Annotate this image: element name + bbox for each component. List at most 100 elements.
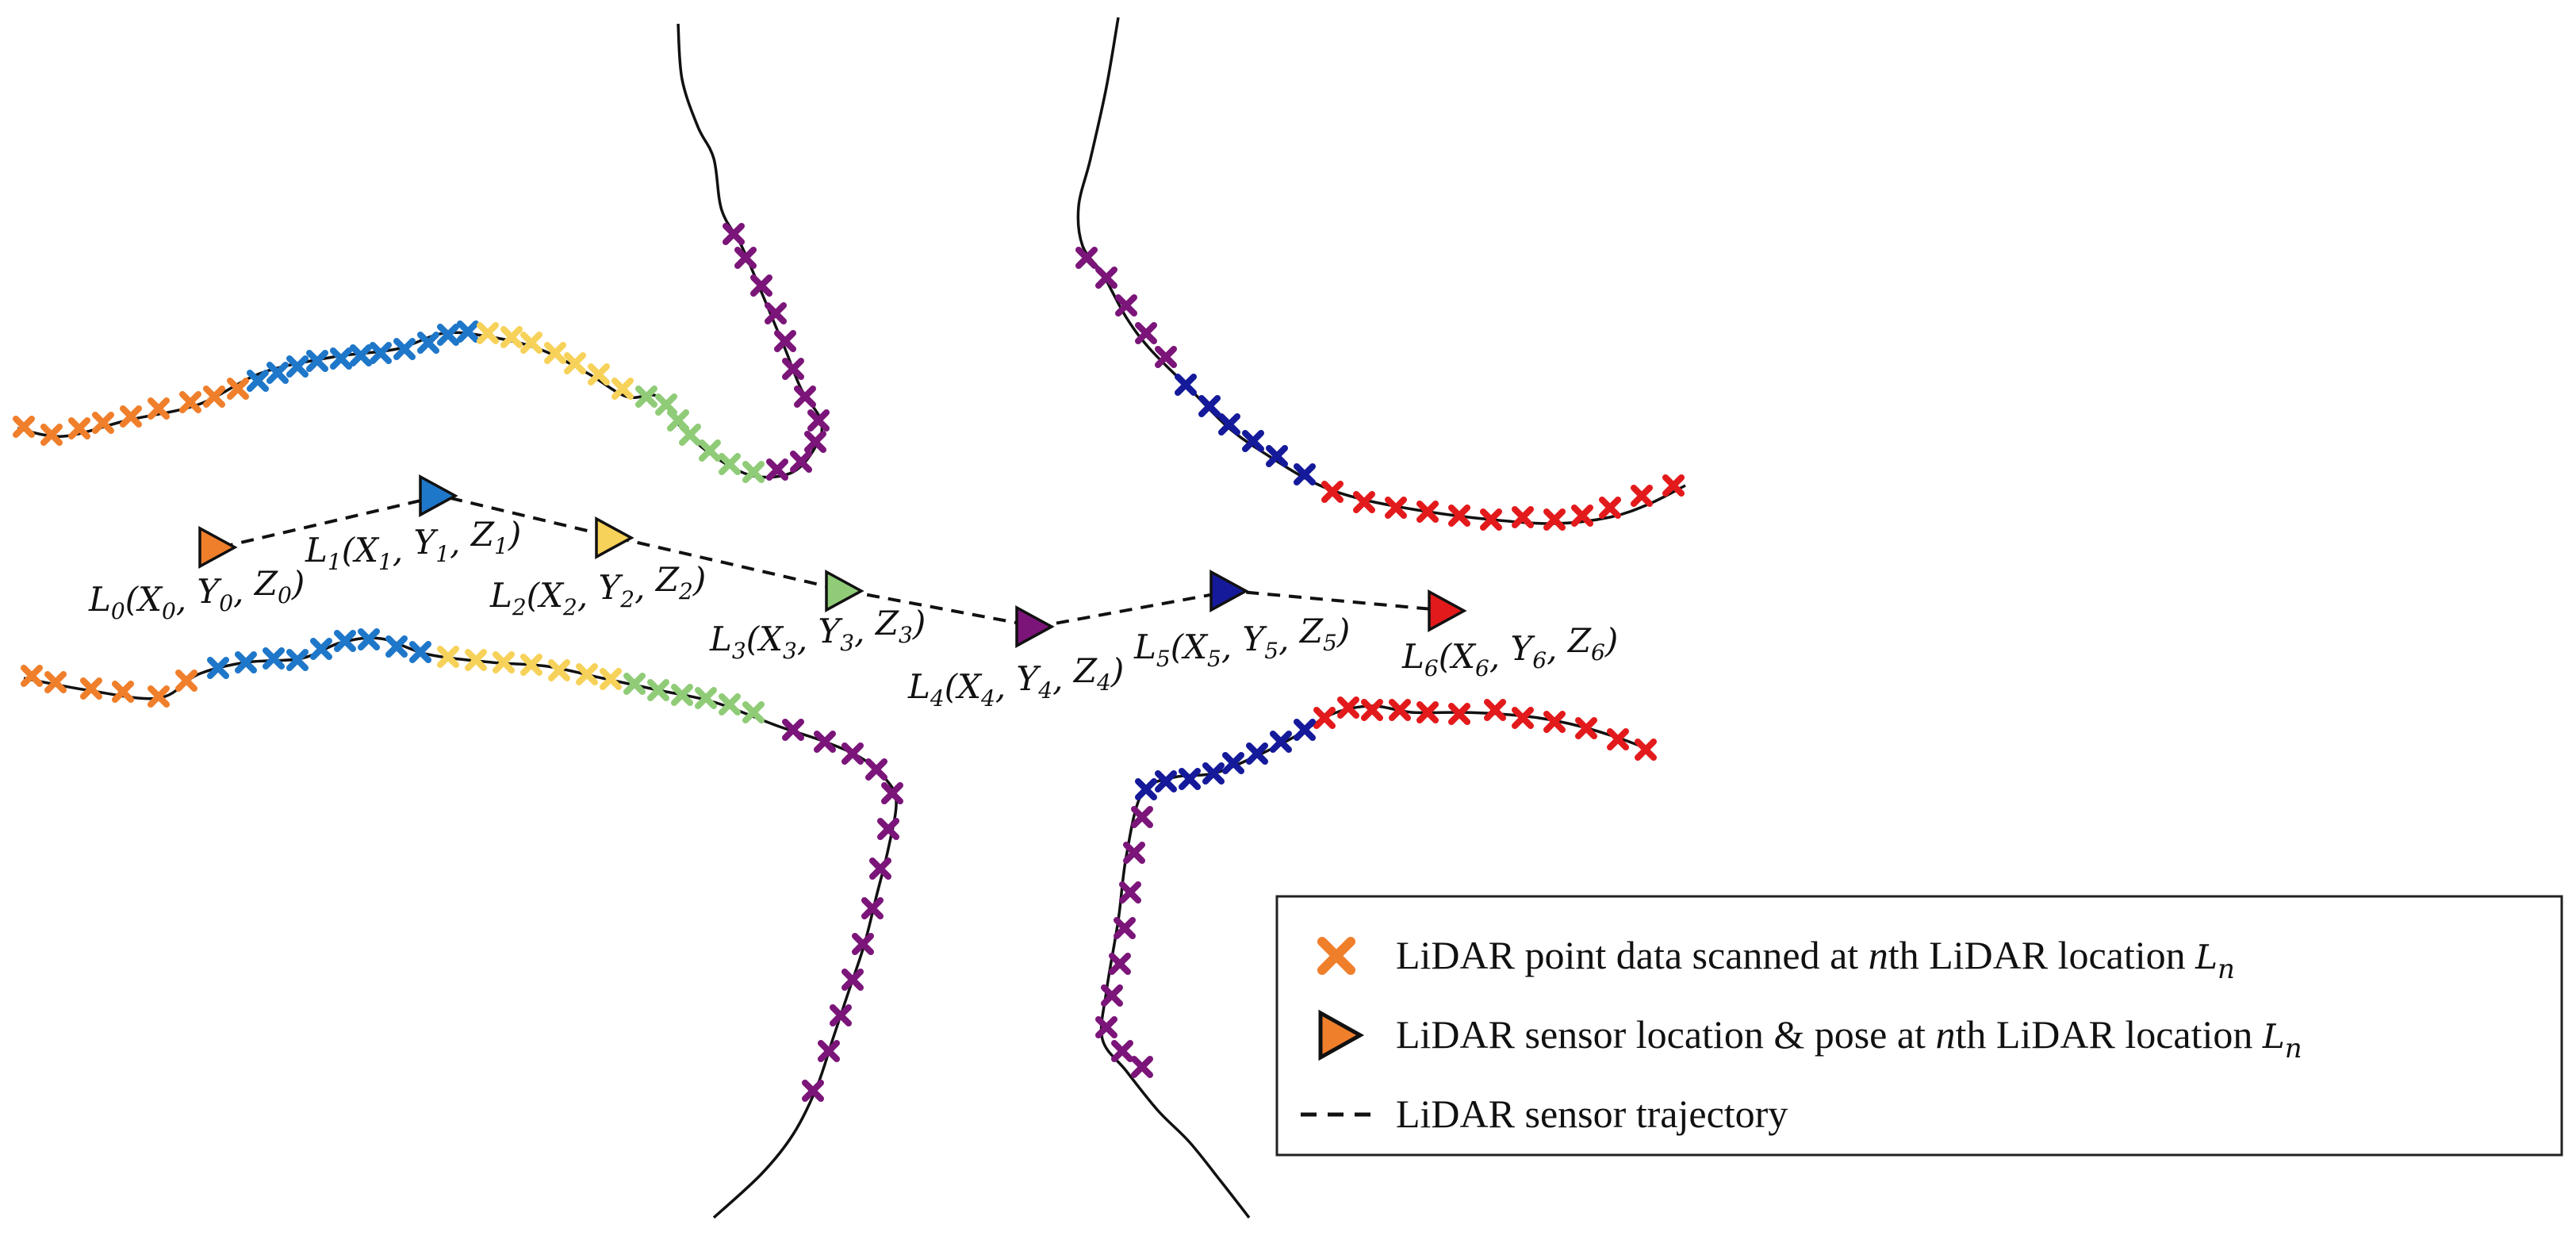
legend-item-3: LiDAR sensor trajectory	[1301, 1092, 1788, 1136]
point-marker-green	[742, 701, 765, 723]
point-marker-navy	[1198, 395, 1221, 417]
point-marker-blue	[385, 635, 408, 658]
point-marker-purple	[852, 933, 874, 955]
point-marker-green	[671, 684, 693, 706]
point-marker-red	[1385, 497, 1407, 519]
point-marker-purple	[841, 742, 864, 765]
triangle-marker-icon	[1318, 1009, 1365, 1061]
point-marker-blue	[393, 338, 416, 360]
point-marker-purple	[765, 302, 787, 324]
point-marker-red	[1631, 485, 1653, 507]
point-marker-red	[1662, 474, 1685, 497]
point-marker-red	[1448, 703, 1470, 725]
point-marker-yellow	[493, 651, 515, 673]
point-marker-purple	[804, 431, 826, 453]
x-marker-icon	[1317, 937, 1355, 975]
point-marker-purple	[1115, 294, 1137, 317]
point-marker-navy	[1246, 742, 1268, 765]
point-marker-purple	[1095, 267, 1117, 289]
point-marker-purple	[782, 719, 804, 741]
point-marker-orange	[80, 677, 102, 700]
point-marker-purple	[766, 459, 788, 481]
sensor-label-L0: L0(X0, Y0, Z0)	[88, 564, 305, 624]
point-marker-green	[647, 679, 669, 701]
sensor-markers	[198, 474, 1467, 648]
sensor-marker-L1	[419, 474, 458, 517]
point-marker-purple	[1135, 322, 1157, 344]
point-marker-purple	[723, 223, 745, 245]
point-marker-navy	[1218, 413, 1240, 435]
legend: LiDAR point data scanned at nth LiDAR lo…	[1275, 895, 2563, 1157]
point-marker-purple	[790, 451, 812, 473]
scanned-point-clouds	[13, 223, 1685, 1102]
sensor-label-L2: L2(X2, Y2, Z2)	[489, 560, 706, 620]
point-marker-green	[719, 693, 741, 716]
sensor-label-L1: L1(X1, Y1, Z1)	[305, 515, 521, 575]
point-marker-orange	[92, 412, 114, 434]
point-marker-red	[1321, 481, 1344, 503]
sensor-label-L6: L6(X6, Y6, Z6)	[1401, 621, 1618, 681]
point-marker-yellow	[600, 668, 622, 690]
point-marker-red	[1313, 707, 1336, 729]
point-marker-blue	[330, 347, 352, 370]
point-marker-orange	[13, 416, 35, 438]
point-marker-purple	[1111, 1040, 1133, 1062]
point-marker-orange	[227, 378, 249, 400]
point-marker-red	[1512, 707, 1534, 729]
point-marker-yellow	[611, 378, 634, 400]
legend-label: LiDAR sensor location & pose at nth LiDA…	[1396, 1012, 2302, 1065]
legend-label: LiDAR point data scanned at nth LiDAR lo…	[1396, 933, 2235, 985]
wall-top-right	[1076, 17, 1686, 525]
point-marker-yellow	[564, 352, 586, 374]
point-marker-blue	[350, 344, 372, 366]
point-marker-green	[623, 673, 646, 695]
point-marker-purple	[734, 247, 757, 269]
point-marker-red	[1389, 699, 1411, 721]
point-marker-blue	[207, 657, 229, 679]
point-marker-purple	[861, 897, 884, 919]
point-marker-navy	[1155, 770, 1177, 792]
point-marker-red	[1484, 699, 1506, 721]
point-marker-blue	[286, 355, 309, 378]
point-marker-green	[699, 439, 721, 462]
point-marker-navy	[1135, 778, 1157, 800]
point-marker-purple	[818, 1040, 840, 1062]
sensor-marker-L6	[1428, 589, 1467, 632]
sensor-label-L3: L3(X3, Y3, Z3)	[709, 604, 926, 664]
point-marker-red	[1416, 701, 1439, 723]
point-marker-yellow	[500, 326, 523, 348]
point-marker-purple	[814, 731, 836, 753]
point-marker-purple	[1114, 917, 1136, 939]
point-marker-red	[1416, 501, 1439, 523]
point-marker-green	[635, 386, 657, 408]
point-marker-purple	[877, 818, 899, 840]
legend-item-1: LiDAR point data scanned at nth LiDAR lo…	[1317, 933, 2235, 985]
point-marker-navy	[1294, 719, 1316, 741]
point-marker-orange	[203, 386, 225, 408]
point-marker-orange	[68, 417, 90, 439]
point-marker-green	[679, 424, 701, 446]
point-marker-purple	[802, 1080, 824, 1102]
point-marker-navy	[1179, 768, 1201, 790]
point-marker-red	[1512, 506, 1534, 528]
point-marker-blue	[417, 332, 439, 354]
point-marker-red	[1575, 717, 1597, 739]
sensor-marker-L4	[1015, 605, 1055, 648]
point-marker-purple	[881, 782, 903, 804]
point-marker-purple	[1109, 953, 1131, 975]
point-marker-purple	[865, 758, 887, 781]
point-marker-red	[1543, 508, 1566, 531]
point-marker-blue	[457, 320, 479, 343]
sensor-label-L4: L4(X4, Y4, Z4)	[907, 651, 1124, 712]
point-marker-navy	[1270, 731, 1292, 753]
point-marker-yellow	[576, 663, 598, 685]
point-marker-blue	[334, 630, 356, 652]
point-marker-blue	[235, 651, 257, 673]
sensor-marker-L3	[825, 570, 864, 612]
point-marker-orange	[120, 405, 142, 428]
point-marker-purple	[1123, 842, 1145, 864]
point-marker-yellow	[477, 322, 499, 344]
sensor-label-L5: L5(X5, Y5, Z5)	[1133, 612, 1350, 672]
point-marker-yellow	[437, 646, 459, 668]
